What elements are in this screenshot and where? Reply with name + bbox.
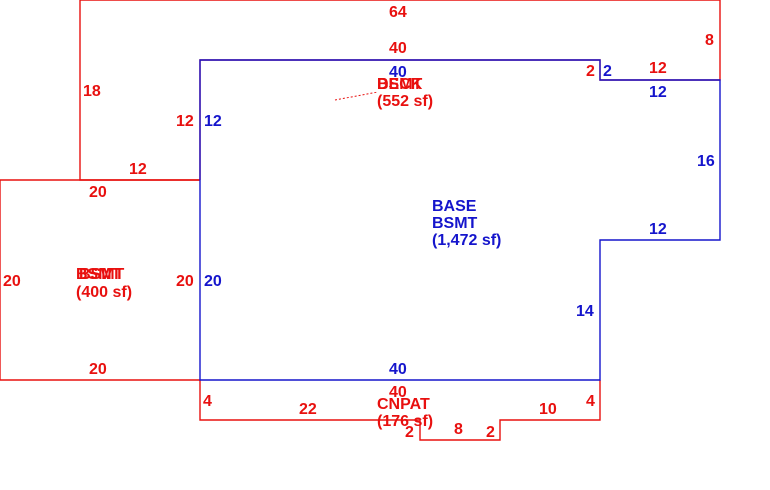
dim-right-8: 8: [705, 32, 714, 49]
dim-right-14: 14: [576, 303, 594, 320]
dim-left-12-red: 12: [176, 113, 194, 130]
dim-bsmt-20-right-blue: 20: [204, 273, 222, 290]
dim-bsmt-20-right-red: 20: [176, 273, 194, 290]
base-area: (1,472 sf): [432, 232, 501, 249]
dim-top-40-blue: 40: [389, 64, 407, 81]
dim-top-64: 64: [389, 4, 407, 21]
cnpat-outline: [199, 380, 601, 441]
dim-ledge-20-top: 20: [89, 184, 107, 201]
dim-left-18: 18: [83, 83, 101, 100]
dim-bsmt-20-bottom: 20: [89, 361, 107, 378]
left-bsmt-outline: [0, 179, 200, 381]
dim-step-2-red: 2: [586, 63, 595, 80]
dim-step-12-red: 12: [649, 60, 667, 77]
deck-label: DECK: [377, 76, 423, 93]
deck-area: (552 sf): [377, 93, 433, 110]
dim-cn-4-left: 4: [203, 393, 212, 410]
deck-overlap-label: BSMT: [377, 76, 423, 93]
dim-bottom-40-blue: 40: [389, 361, 407, 378]
left-bsmt-overlap-label: BSMT: [76, 266, 122, 283]
dim-right-16: 16: [697, 153, 715, 170]
dim-bsmt-20-left: 20: [3, 273, 21, 290]
dim-cn-2-right: 2: [486, 424, 495, 441]
dim-cn-4-right: 4: [586, 393, 595, 410]
left-bsmt-area: (400 sf): [76, 284, 132, 301]
cnpat-area: (176 sf): [377, 413, 433, 430]
left-bsmt-label: BSMT: [79, 266, 125, 283]
dim-left-12-blue: 12: [204, 113, 222, 130]
dim-right-12-lower: 12: [649, 221, 667, 238]
dim-ledge-12: 12: [129, 161, 147, 178]
base-bsmt-outline: [199, 59, 721, 381]
dim-cn-22: 22: [299, 401, 317, 418]
dim-step-2-blue: 2: [603, 63, 612, 80]
dim-cn-10: 10: [539, 401, 557, 418]
dim-top-40-red: 40: [389, 40, 407, 57]
dim-cn-8: 8: [454, 421, 463, 438]
cnpat-label: CNPAT: [377, 396, 430, 413]
base-sub-label: BSMT: [432, 215, 478, 232]
base-label: BASE: [432, 198, 477, 215]
dim-step-12-blue: 12: [649, 84, 667, 101]
dim-cn-2-left: 2: [405, 424, 414, 441]
deck-leader-line: [334, 91, 379, 101]
dim-bottom-40-red: 40: [389, 384, 407, 401]
